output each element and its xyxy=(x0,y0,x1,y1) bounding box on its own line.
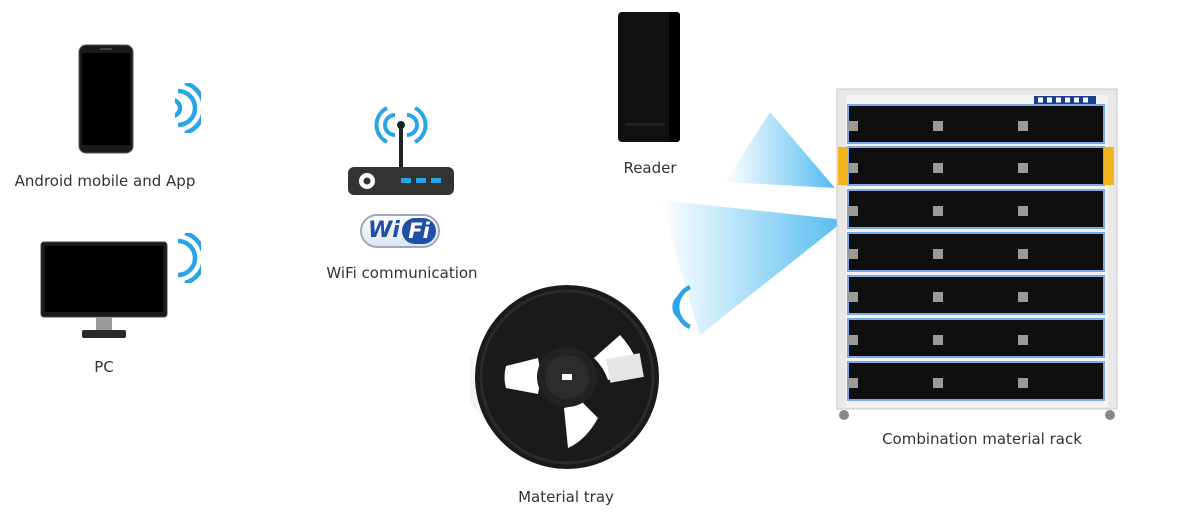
wifi-signal-icon xyxy=(177,233,201,283)
phone-icon xyxy=(78,44,134,154)
caption-tray: Material tray xyxy=(518,488,614,506)
monitor-icon xyxy=(40,241,168,338)
router-icon xyxy=(348,106,454,195)
wifi-logo: Wi Fi xyxy=(360,214,440,248)
material-rack-icon xyxy=(836,85,1118,421)
wifi-logo-fi: Fi xyxy=(402,218,436,244)
wifi-signal-icon xyxy=(672,284,692,329)
reader-beam-lower xyxy=(660,200,845,335)
caption-rack: Combination material rack xyxy=(882,430,1082,448)
caption-wifi: WiFi communication xyxy=(326,264,478,282)
caption-reader: Reader xyxy=(623,159,677,177)
caption-android: Android mobile and App xyxy=(14,172,196,190)
rack-shelves xyxy=(847,104,1105,401)
rack-dividers xyxy=(848,121,1028,388)
wifi-signal-icon xyxy=(175,83,201,133)
caption-pc: PC xyxy=(94,358,114,376)
wifi-logo-wi: Wi xyxy=(368,218,400,243)
reader-icon xyxy=(618,12,680,142)
reader-beam-upper xyxy=(725,112,835,188)
rack-cabinet xyxy=(836,88,1118,420)
android-phone xyxy=(78,44,134,154)
material-reel-icon xyxy=(470,285,659,469)
pc-monitor xyxy=(40,241,168,341)
